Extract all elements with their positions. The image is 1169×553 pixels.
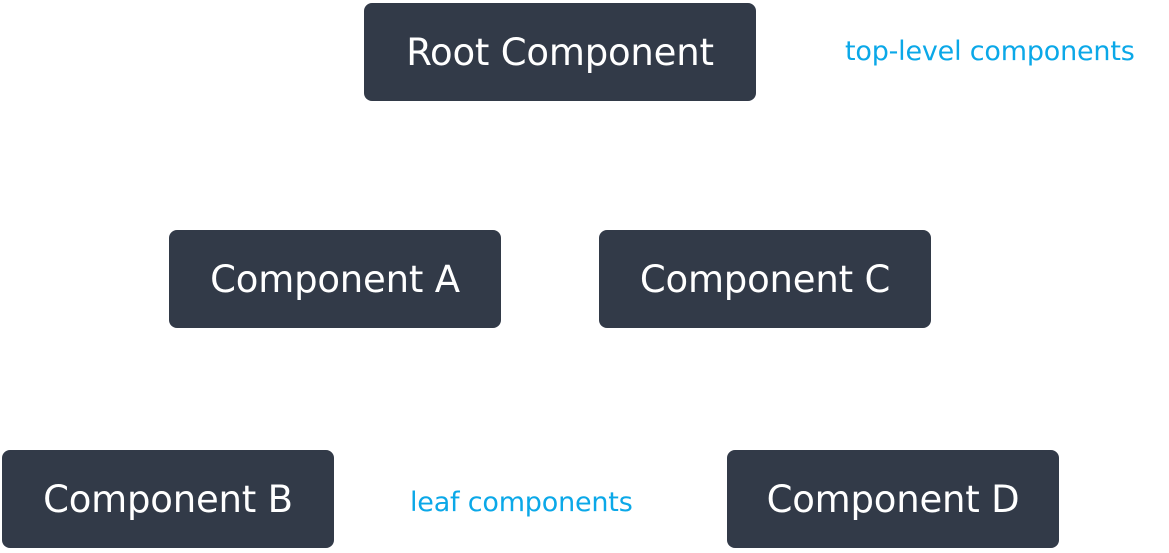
component-c-node: Component C (599, 230, 931, 328)
component-a-node: Component A (169, 230, 501, 328)
component-b-label: Component B (43, 477, 293, 521)
root-component-node: Root Component (364, 3, 756, 101)
component-d-label: Component D (766, 477, 1020, 521)
component-a-label: Component A (210, 257, 460, 301)
leaf-components-annotation: leaf components (410, 487, 633, 518)
root-component-label: Root Component (406, 30, 714, 74)
component-d-node: Component D (727, 450, 1059, 548)
component-b-node: Component B (2, 450, 334, 548)
top-level-components-annotation: top-level components (845, 36, 1135, 67)
component-c-label: Component C (639, 257, 891, 301)
